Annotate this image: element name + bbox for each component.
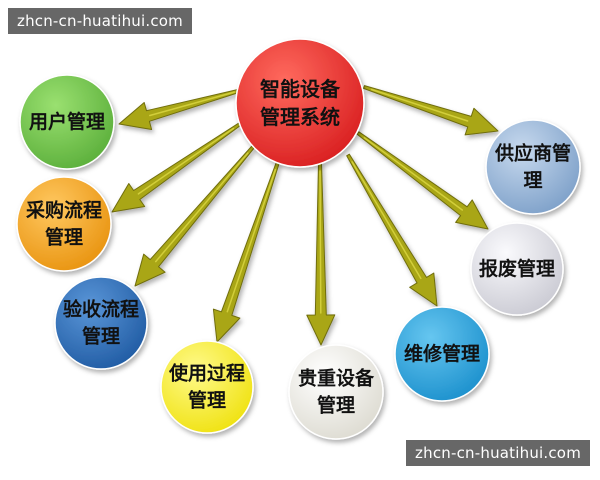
procurement-process-circle xyxy=(16,176,112,272)
arrow-highlight-user-management xyxy=(149,91,236,117)
maintenance-circle xyxy=(394,306,490,402)
arrow-highlight-supplier xyxy=(370,88,469,122)
scrap-label-line-1: 报废管理 xyxy=(479,257,555,280)
valuable-equipment-circle xyxy=(288,344,384,440)
node-scrap: 报废管理 xyxy=(470,222,564,316)
node-maintenance: 维修管理 xyxy=(394,306,490,402)
acceptance-process-label-line-2: 管理 xyxy=(82,325,120,348)
scrap-circle xyxy=(470,222,564,316)
valuable-equipment-label-line-1: 贵重设备 xyxy=(298,367,375,390)
supplier-label-line-2: 理 xyxy=(523,170,542,192)
supplier-label-line-1: 供应商管 xyxy=(494,142,571,165)
arrow-highlight-valuable-equipment xyxy=(319,170,322,314)
procurement-process-label-line-1: 采购流程 xyxy=(26,199,102,222)
arrow-highlight-maintenance xyxy=(351,161,422,280)
acceptance-process-circle xyxy=(54,276,148,370)
watermark-top: zhcn-cn-huatihui.com xyxy=(8,8,192,34)
user-management-label-line-1: 用户管理 xyxy=(29,110,105,133)
center-label-line-1: 智能设备 xyxy=(260,77,341,101)
usage-process-circle xyxy=(160,340,254,434)
center-label-line-2: 管理系统 xyxy=(260,105,340,129)
acceptance-process-label-line-1: 验收流程 xyxy=(63,298,139,321)
supplier-circle xyxy=(485,119,581,215)
node-user-management: 用户管理 xyxy=(19,74,115,170)
arrow-highlight-acceptance-process xyxy=(154,152,249,263)
nodes-layer: 智能设备管理系统用户管理采购流程管理验收流程管理使用过程管理贵重设备管理维修管理… xyxy=(16,38,581,440)
procurement-process-label-line-2: 管理 xyxy=(45,226,83,249)
arrow-highlight-scrap xyxy=(363,137,464,211)
usage-process-label-line-1: 使用过程 xyxy=(168,363,245,385)
arrow-highlight-procurement-process xyxy=(137,127,235,195)
valuable-equipment-label-line-2: 管理 xyxy=(317,394,355,417)
arrow-highlight-usage-process xyxy=(226,168,277,313)
user-management-circle xyxy=(19,74,115,170)
usage-process-label-line-2: 管理 xyxy=(188,389,226,412)
watermark-bottom: zhcn-cn-huatihui.com xyxy=(406,440,590,466)
center-circle xyxy=(235,38,365,168)
arrows-layer xyxy=(111,85,499,346)
maintenance-label-line-1: 维修管理 xyxy=(404,342,480,365)
